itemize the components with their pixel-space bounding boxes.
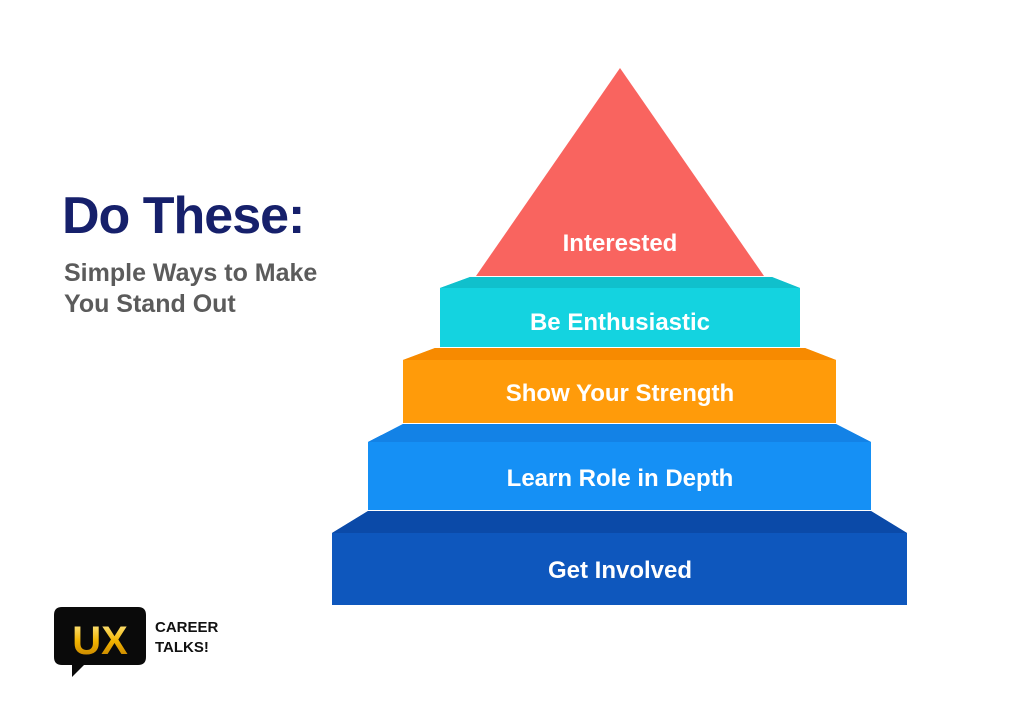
ux-career-talks-logo: UX <box>54 607 146 677</box>
pyramid-level-get-involved: Get Involved <box>332 511 907 605</box>
speech-bubble-icon <box>54 607 146 677</box>
logo-brand-text: CAREER TALKS! <box>155 618 218 658</box>
pyramid-level-shoulder <box>403 348 836 360</box>
pyramid-level-shoulder <box>332 511 907 533</box>
pyramid-level-shoulder <box>368 424 871 442</box>
pyramid-level-label: Interested <box>563 230 678 257</box>
pyramid-level-shape <box>403 348 836 423</box>
pyramid-level-label: Show Your Strength <box>506 380 734 407</box>
pyramid-level-show-your-strength: Show Your Strength <box>403 348 836 423</box>
pyramid-level-label: Get Involved <box>548 557 692 584</box>
pyramid-level-interested: Interested <box>476 68 764 276</box>
logo-mark: UX <box>72 619 128 663</box>
pyramid-level-learn-role-in-depth: Learn Role in Depth <box>368 424 871 510</box>
pyramid-level-label: Be Enthusiastic <box>530 309 710 336</box>
subtitle-line-2: You Stand Out <box>64 290 236 318</box>
pyramid-level-shape <box>476 68 764 276</box>
pyramid-level-shape <box>440 277 800 347</box>
page-title: Do These: <box>62 187 305 245</box>
subtitle-line-1: Simple Ways to Make <box>64 259 318 287</box>
logo-line-1: CAREER <box>155 619 219 636</box>
logo-line-2: TALKS! <box>155 639 209 656</box>
pyramid-level-shape <box>332 511 907 605</box>
pyramid-level-label: Learn Role in Depth <box>507 465 734 492</box>
pyramid-level-shape <box>368 424 871 510</box>
pyramid-level-shoulder <box>440 277 800 288</box>
pyramid-level-be-enthusiastic: Be Enthusiastic <box>440 277 800 347</box>
page-subtitle: Simple Ways to Make You Stand Out <box>64 258 364 320</box>
